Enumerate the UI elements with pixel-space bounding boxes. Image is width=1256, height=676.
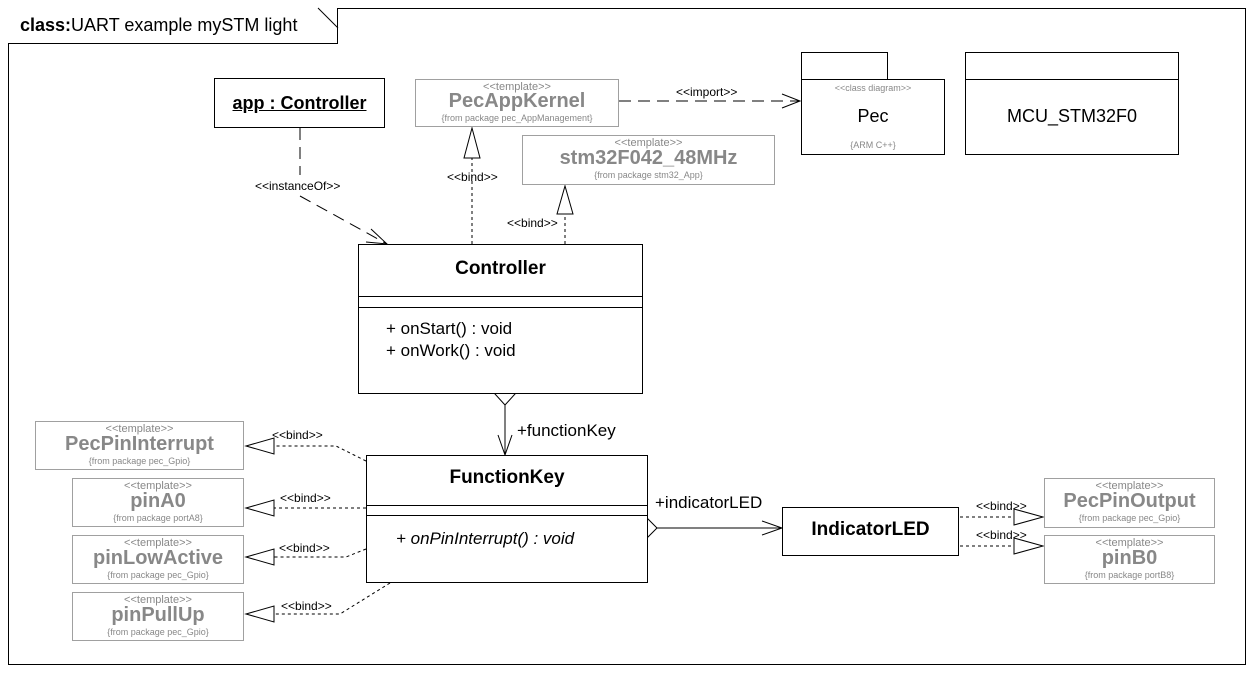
stereotype: <<template>>	[614, 137, 683, 149]
template-pecpinoutput[interactable]: <<template>> PecPinOutput {from package …	[1044, 478, 1215, 528]
package-pec[interactable]: <<class diagram>> Pec {ARM C++}	[801, 79, 945, 155]
class-indicatorled[interactable]: IndicatorLED	[782, 507, 959, 556]
operations-divider	[367, 515, 647, 516]
diagram-frame	[8, 8, 1246, 665]
diagram-kind: class:	[20, 15, 72, 35]
association-indicatorled	[636, 517, 784, 539]
class-name: FunctionKey	[449, 467, 565, 488]
template-name: pinB0	[1101, 547, 1158, 569]
template-from: {from package pec_Gpio}	[88, 456, 191, 466]
template-from: {from package portA8}	[113, 513, 203, 523]
class-name: IndicatorLED	[811, 519, 930, 540]
stereotype: <<template>>	[124, 480, 192, 492]
operation: + onPinInterrupt() : void	[396, 529, 575, 548]
class-name: Controller	[455, 258, 546, 279]
bind-functionkey-pecpininterrupt	[244, 437, 367, 462]
template-pinb0[interactable]: <<template>> pinB0 {from package portB8}	[1044, 535, 1215, 584]
diagram-title: class:UART example mySTM light	[20, 15, 297, 36]
bind-functionkey-pina0	[244, 499, 366, 517]
import-dependency	[619, 93, 802, 109]
template-from: {from package pec_AppManagement}	[441, 113, 593, 123]
template-from: {from package pec_Gpio}	[1078, 513, 1181, 523]
package-mcu[interactable]: MCU_STM32F0	[965, 79, 1179, 155]
instanceof-label: <<instanceOf>>	[255, 179, 341, 193]
template-from: {from package pec_Gpio}	[107, 627, 209, 637]
bind-indicatorled-pinb0	[960, 537, 1045, 555]
template-name: pinPullUp	[111, 604, 205, 626]
stereotype: <<template>>	[483, 81, 551, 93]
package-stereotype: <<class diagram>>	[834, 83, 912, 93]
stereotype: <<template>>	[124, 594, 192, 606]
template-name: PecAppKernel	[448, 90, 586, 112]
package-mcu-tab	[965, 52, 1179, 80]
bind-functionkey-pinpullup	[244, 582, 391, 623]
diagram-name: UART example mySTM light	[71, 15, 298, 35]
operation: + onWork() : void	[386, 341, 516, 360]
package-pec-tab	[801, 52, 888, 80]
stereotype: <<template>>	[124, 537, 192, 549]
template-name: pinLowActive	[92, 547, 223, 569]
template-pinlowactive[interactable]: <<template>> pinLowActive {from package …	[72, 535, 244, 584]
template-pecpininterrupt[interactable]: <<template>> PecPinInterrupt {from packa…	[35, 421, 244, 470]
template-name: PecPinOutput	[1063, 490, 1196, 512]
role-indicatorled: +indicatorLED	[655, 493, 763, 512]
template-from: {from package portB8}	[1084, 570, 1175, 580]
stereotype: <<template>>	[1095, 480, 1164, 492]
stereotype: <<template>>	[105, 423, 174, 435]
template-name: pinA0	[130, 490, 186, 512]
bind-label-pina0: <<bind>>	[280, 491, 331, 505]
attributes-divider	[359, 296, 642, 297]
bind-label-stm32: <<bind>>	[507, 216, 558, 230]
diagram-frame-tab	[8, 8, 338, 44]
bind-label-pecappkernel: <<bind>>	[447, 170, 498, 184]
bind-controller-stm32	[556, 184, 574, 244]
package-name: MCU_STM32F0	[1006, 106, 1138, 126]
instance-name: app : Controller	[232, 93, 367, 113]
role-functionkey: +functionKey	[517, 421, 616, 440]
template-pina0[interactable]: <<template>> pinA0 {from package portA8}	[72, 478, 244, 527]
class-controller[interactable]: Controller + onStart() : void + onWork()…	[358, 244, 643, 394]
instance-app-controller[interactable]: app : Controller	[214, 78, 385, 128]
frame-tab-corner	[317, 7, 339, 29]
import-label: <<import>>	[676, 85, 738, 99]
bind-label-pinpullup: <<bind>>	[281, 599, 332, 613]
template-name: PecPinInterrupt	[65, 433, 214, 455]
bind-controller-pecappkernel	[463, 126, 481, 244]
template-from: {from package pec_Gpio}	[107, 570, 209, 580]
bind-indicatorled-pecpinoutput	[960, 508, 1045, 526]
bind-label-pecpininterrupt: <<bind>>	[272, 428, 323, 442]
attributes-divider	[367, 505, 647, 506]
package-name: Pec	[857, 106, 889, 126]
template-pecappkernel[interactable]: <<template>> PecAppKernel {from package …	[415, 79, 619, 127]
bind-label-pinlowactive: <<bind>>	[279, 541, 330, 555]
bind-label-pecpinoutput: <<bind>>	[976, 499, 1027, 513]
package-note: {ARM C++}	[850, 140, 896, 150]
operation: + onStart() : void	[386, 319, 513, 338]
bind-functionkey-pinlowactive	[244, 548, 367, 566]
template-name: stm32F042_48MHz	[559, 147, 738, 169]
class-functionkey[interactable]: FunctionKey + onPinInterrupt() : void	[366, 455, 648, 583]
stereotype: <<template>>	[1095, 537, 1164, 549]
operations-divider	[359, 307, 642, 308]
template-from: {from package stm32_App}	[594, 170, 703, 180]
bind-label-pinb0: <<bind>>	[976, 528, 1027, 542]
template-pinpullup[interactable]: <<template>> pinPullUp {from package pec…	[72, 592, 244, 641]
template-stm32[interactable]: <<template>> stm32F042_48MHz {from packa…	[522, 135, 775, 185]
